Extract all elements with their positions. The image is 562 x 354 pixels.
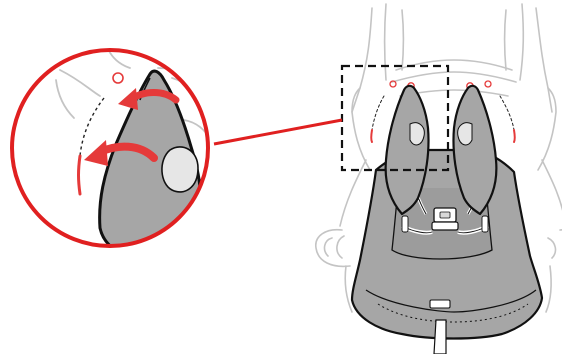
- callout-connector-line: [214, 120, 342, 144]
- seat-cover-body: [352, 150, 542, 339]
